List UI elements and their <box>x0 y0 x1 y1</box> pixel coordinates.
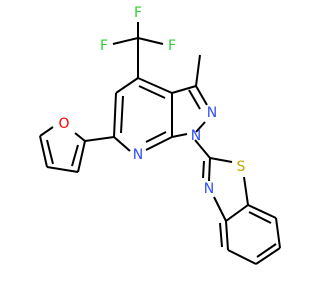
bond-furan-c3-c2 <box>77 140 86 173</box>
bond-cf3-f3 <box>137 37 164 45</box>
bond-c6-n7 <box>113 136 131 152</box>
bond-n7-c7a-inner <box>145 131 167 143</box>
bond-c5-c6-inner <box>120 95 124 134</box>
bonds <box>39 22 281 265</box>
bond-furan-c2-o <box>74 132 86 142</box>
atom-nitrogen-pyrazole-1: N <box>191 128 201 144</box>
bond-thz-s-c7a <box>243 176 249 206</box>
bond-furan-c5-c4-inner <box>46 139 54 165</box>
atom-oxygen-furan: O <box>58 116 69 132</box>
bond-thz-n-c2 <box>208 157 211 182</box>
bond-n7-c7a <box>145 136 173 151</box>
atom-nitrogen-pyrazole-2: N <box>207 105 217 121</box>
atom-labels: F F F O N N N S N <box>58 5 245 197</box>
bond-n2-n1 <box>195 121 206 133</box>
bond-c3a-c4 <box>137 77 173 94</box>
bond-c5-c6 <box>113 92 117 138</box>
bond-c3-n2 <box>195 85 208 106</box>
atom-nitrogen-pyridine: N <box>133 147 143 163</box>
bond-furan-c4-c3 <box>46 166 79 173</box>
bond-bz-c5-c6 <box>255 247 281 265</box>
bond-bz-c7-c7a-inner <box>248 211 272 224</box>
bond-c4-c5 <box>115 77 139 94</box>
atom-fluorine-top: F <box>134 5 142 21</box>
bond-bz-c3a-c4-inner <box>219 222 223 248</box>
bond-thz-c7a-c3a <box>225 204 249 222</box>
bond-furan-o-c5 <box>39 126 54 137</box>
atom-fluorine-right: F <box>168 38 176 54</box>
bond-furan-c5-c4 <box>39 135 48 168</box>
bond-c3-methyl <box>195 54 201 87</box>
background <box>0 0 300 300</box>
atom-sulfur-thiazole: S <box>237 159 246 175</box>
bond-bz-c7-c7a <box>247 204 277 219</box>
chemical-structure: F F F O N N N S N <box>0 0 300 300</box>
bond-n1-benzothiazole <box>194 139 211 159</box>
bond-n1-c7a <box>171 133 188 138</box>
bond-furan-c3-c2-inner <box>71 144 79 167</box>
bond-bz-c5-c6-inner <box>256 243 277 258</box>
bond-thz-n-c2-inner <box>202 160 205 179</box>
atom-nitrogen-thiazole: N <box>204 181 214 197</box>
bond-c3a-c4-inner <box>138 85 166 99</box>
atom-fluorine-left: F <box>100 38 108 54</box>
bond-bz-c6-c7 <box>275 217 281 249</box>
bond-cf3-f2 <box>112 37 139 45</box>
bond-thz-c3a-n <box>213 196 227 222</box>
bond-bz-c3a-c4 <box>225 220 229 251</box>
bond-bz-c4-c5 <box>227 249 257 265</box>
bond-thz-c2-s <box>209 157 233 163</box>
bond-c3-n2-inner <box>188 89 201 110</box>
bond-c6-furan <box>84 136 115 142</box>
bond-c3a-c3 <box>171 85 197 94</box>
